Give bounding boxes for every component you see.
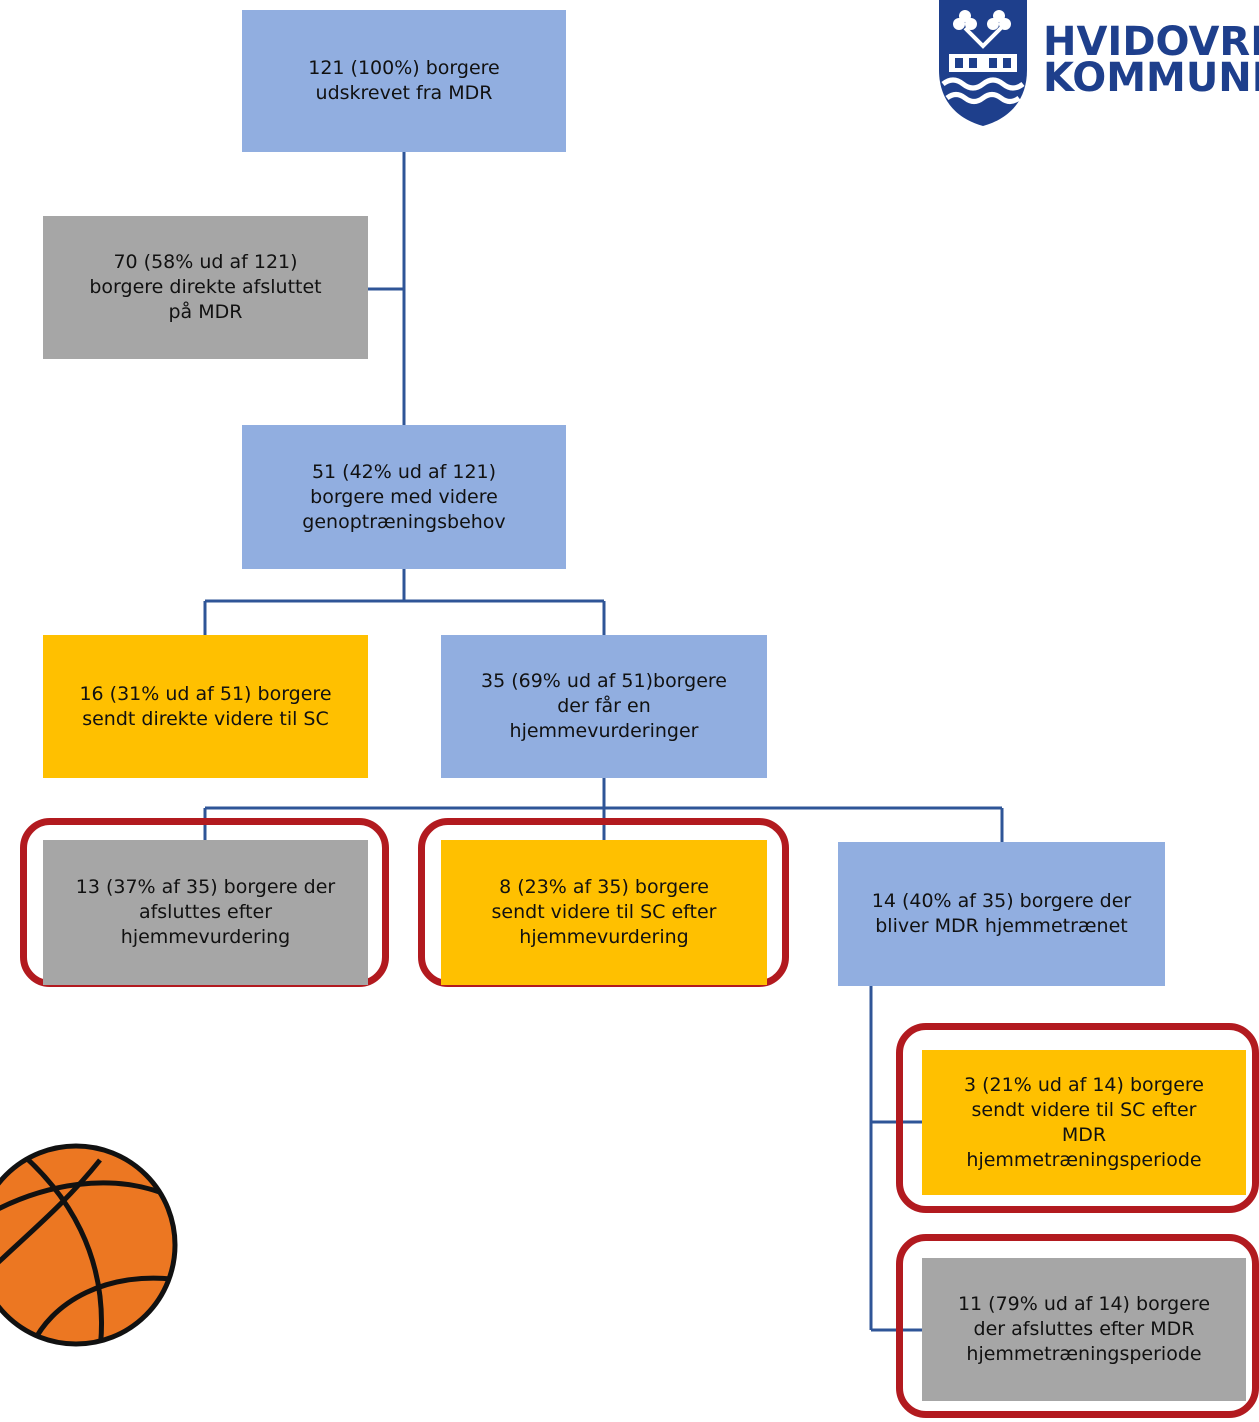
node-home-trained-line-2: bliver MDR hjemmetrænet — [875, 915, 1128, 937]
node-closed-direct-line-2: borgere direkte afsluttet — [89, 276, 322, 298]
node-closed-after-assessment-line-2: afsluttes efter — [138, 901, 273, 923]
hvidovre-kommune-logo: HVIDOVRE KOMMUNE — [935, 0, 1259, 126]
node-closed-after-assessment: 13 (37% af 35) borgere der afsluttes efte… — [43, 840, 368, 985]
node-home-assessment-line-1: 35 (69% ud af 51)borgere — [481, 670, 727, 692]
logo-line-1: HVIDOVRE — [1043, 19, 1259, 65]
node-further-needs-line-3: genoptræningsbehov — [302, 510, 506, 533]
node-sc-after-assessment-line-3: hjemmevurdering — [519, 926, 689, 948]
node-further-needs-line-1: 51 (42% ud af 121) — [311, 460, 497, 483]
node-sc-after-training-line-4: hjemmetræningsperiode — [966, 1148, 1202, 1171]
node-root-line-1: 121 (100%) borgere — [308, 57, 500, 79]
node-home-assessment: 35 (69% ud af 51)borgere der får en hjemme… — [441, 635, 767, 778]
node-home-trained-line-1: 14 (40% af 35) borgere der — [871, 890, 1132, 912]
node-sc-after-assessment-line-2: sendt videre til SC efter — [491, 901, 717, 923]
node-closed-after-training-line-1: 11 (79% ud af 14) borgere — [957, 1293, 1211, 1315]
node-sc-after-assessment-line-1: 8 (23% af 35) borgere — [499, 876, 709, 898]
node-closed-after-training-line-2: der afsluttes efter MDR — [973, 1318, 1195, 1340]
node-closed-after-assessment-line-1: 13 (37% af 35) borgere der — [75, 876, 336, 898]
node-sc-after-training-line-3: MDR — [1061, 1123, 1107, 1146]
node-root-line-2: udskrevet fra MDR — [315, 82, 493, 104]
municipality-shield-icon — [939, 0, 1027, 126]
logo-line-2: KOMMUNE — [1043, 55, 1259, 101]
node-home-assessment-line-3: hjemmevurderinger — [509, 720, 699, 742]
node-closed-after-training-line-3: hjemmetræningsperiode — [966, 1343, 1202, 1365]
basketball-icon — [0, 1143, 178, 1347]
node-root: 121 (100%) borgere udskrevet fra MDR — [242, 10, 566, 152]
node-sc-direct-line-2: sendt direkte videre til SC — [82, 707, 329, 730]
highlight-ring-sc-after-training — [896, 1023, 1259, 1213]
node-closed-direct-line-3: på MDR — [168, 301, 243, 323]
node-closed-direct-line-1: 70 (58% ud af 121) — [113, 251, 298, 273]
node-home-assessment-line-2: der får en — [557, 695, 651, 717]
node-sc-after-training-line-2: sendt videre til SC efter — [971, 1098, 1197, 1121]
node-closed-after-training: 11 (79% ud af 14) borgere der afsluttes e… — [922, 1258, 1246, 1401]
node-closed-after-assessment-line-3: hjemmevurdering — [120, 926, 291, 948]
node-home-trained: 14 (40% af 35) borgere der bliver MDR hje… — [838, 842, 1165, 986]
node-sc-after-training-line-1: 3 (21% ud af 14) borgere — [964, 1073, 1204, 1096]
node-sc-after-assessment: 8 (23% af 35) borgere sendt videre til SC… — [441, 840, 767, 985]
node-further-needs-line-2: borgere med videre — [310, 485, 498, 508]
node-sc-direct-line-1: 16 (31% ud af 51) borgere — [79, 682, 332, 705]
highlight-ring-closed-after-training — [896, 1234, 1259, 1418]
node-closed-direct: 70 (58% ud af 121) borgere direkte afslut… — [43, 216, 368, 359]
